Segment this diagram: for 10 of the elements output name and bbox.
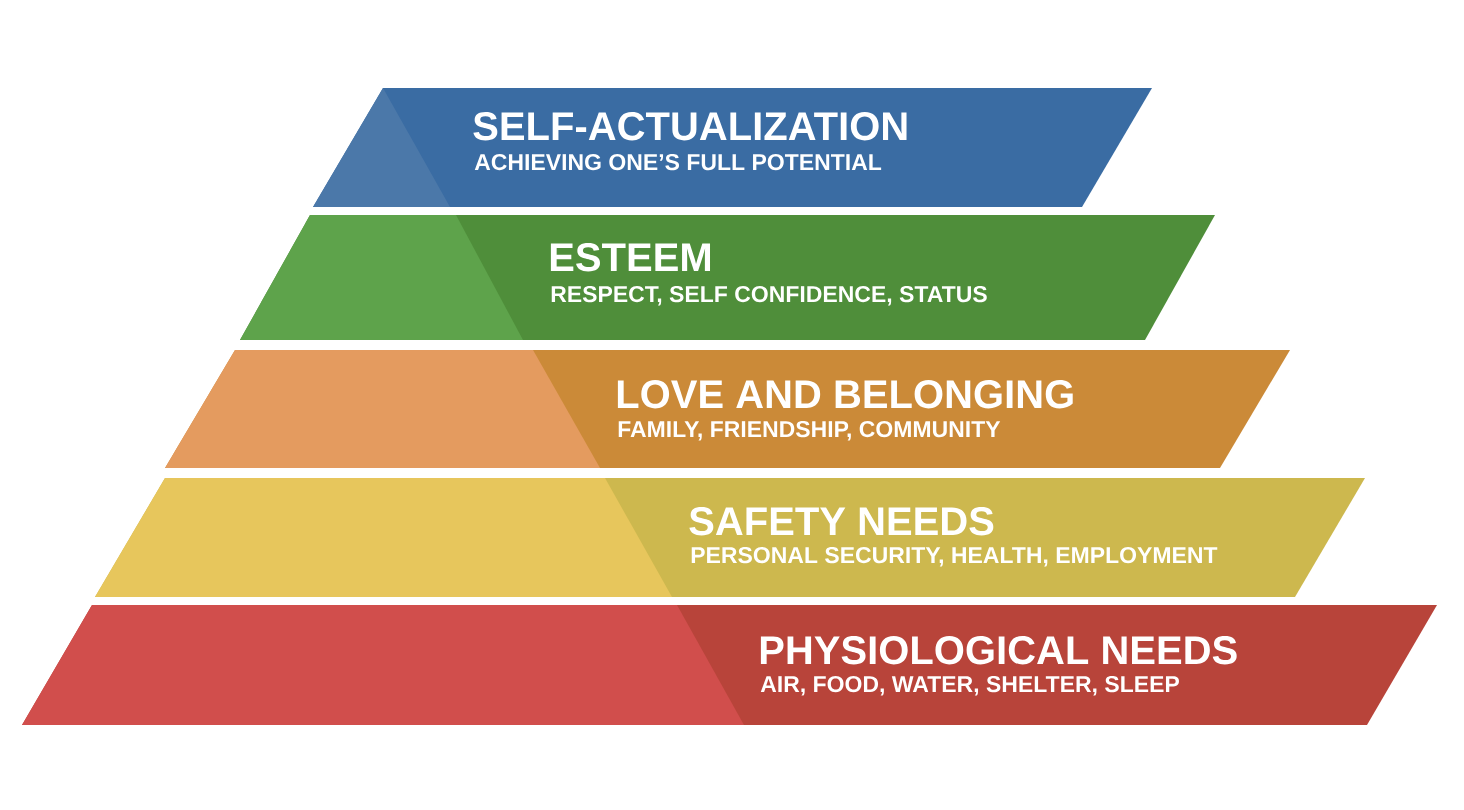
band-description: ACHIEVING ONE’S FULL POTENTIAL: [474, 153, 882, 171]
band-heading: SAFETY NEEDS: [689, 507, 994, 536]
band-description: FAMILY, FRIENDSHIP, COMMUNITY: [618, 420, 1001, 441]
band-description: RESPECT, SELF CONFIDENCE, STATUS: [551, 285, 987, 306]
band-heading: PHYSIOLOGICAL NEEDS: [760, 636, 1237, 665]
band-heading: ESTEEM: [550, 243, 710, 272]
band-description: PERSONAL SECURITY, HEALTH, EMPLOYMENT: [691, 546, 1218, 567]
band-description: AIR, FOOD, WATER, SHELTER, SLEEP: [760, 675, 1179, 696]
band-heading: LOVE AND BELONGING: [617, 380, 1073, 409]
band-heading: SELF-ACTUALIZATION: [473, 112, 907, 141]
